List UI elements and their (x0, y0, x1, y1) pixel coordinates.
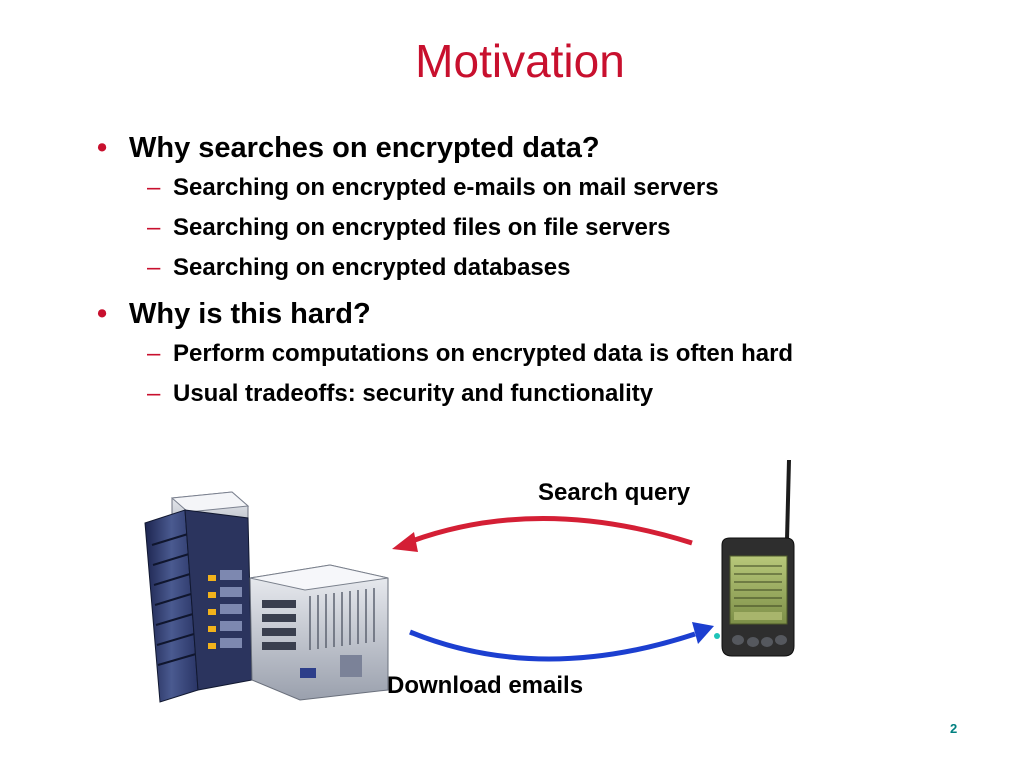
search-query-arrow (411, 516, 693, 546)
download-arrow (409, 629, 696, 662)
dash-marker: – (147, 214, 161, 241)
slide-title: Motivation (415, 35, 625, 87)
bullet-text: Why is this hard? (129, 298, 371, 330)
sub-bullet-text: Searching on encrypted files on file ser… (173, 214, 671, 241)
pda-device-image (714, 459, 795, 657)
search-query-label: Search query (538, 479, 691, 506)
sub-bullet-item: – Perform computations on encrypted data… (97, 334, 977, 374)
page-number: 2 (950, 721, 958, 736)
sub-bullet-item: – Searching on encrypted e-mails on mail… (97, 168, 977, 208)
download-emails-label: Download emails (387, 672, 584, 699)
sub-bullet-item: – Usual tradeoffs: security and function… (97, 374, 977, 414)
bullet-item: • Why searches on encrypted data? (97, 128, 977, 168)
sub-bullet-text: Searching on encrypted e-mails on mail s… (173, 174, 719, 201)
sub-bullet-item: – Searching on encrypted databases (97, 248, 977, 288)
dash-marker: – (147, 380, 161, 407)
sub-bullet-text: Searching on encrypted databases (173, 254, 571, 281)
sub-bullet-text: Usual tradeoffs: security and functional… (173, 380, 654, 407)
server-cluster-image (144, 491, 389, 703)
download-arrowhead (692, 622, 714, 644)
bullet-text: Why searches on encrypted data? (129, 132, 600, 164)
dash-marker: – (147, 254, 161, 281)
dash-marker: – (147, 174, 161, 201)
bullet-item: • Why is this hard? (97, 294, 977, 334)
sub-bullet-item: – Searching on encrypted files on file s… (97, 208, 977, 248)
bullet-marker: • (97, 298, 108, 330)
search-query-arrowhead (392, 532, 418, 552)
sub-bullet-text: Perform computations on encrypted data i… (173, 340, 794, 367)
dash-marker: – (147, 340, 161, 367)
bullet-marker: • (97, 132, 108, 164)
bullet-list: • Why searches on encrypted data? – Sear… (97, 128, 977, 414)
